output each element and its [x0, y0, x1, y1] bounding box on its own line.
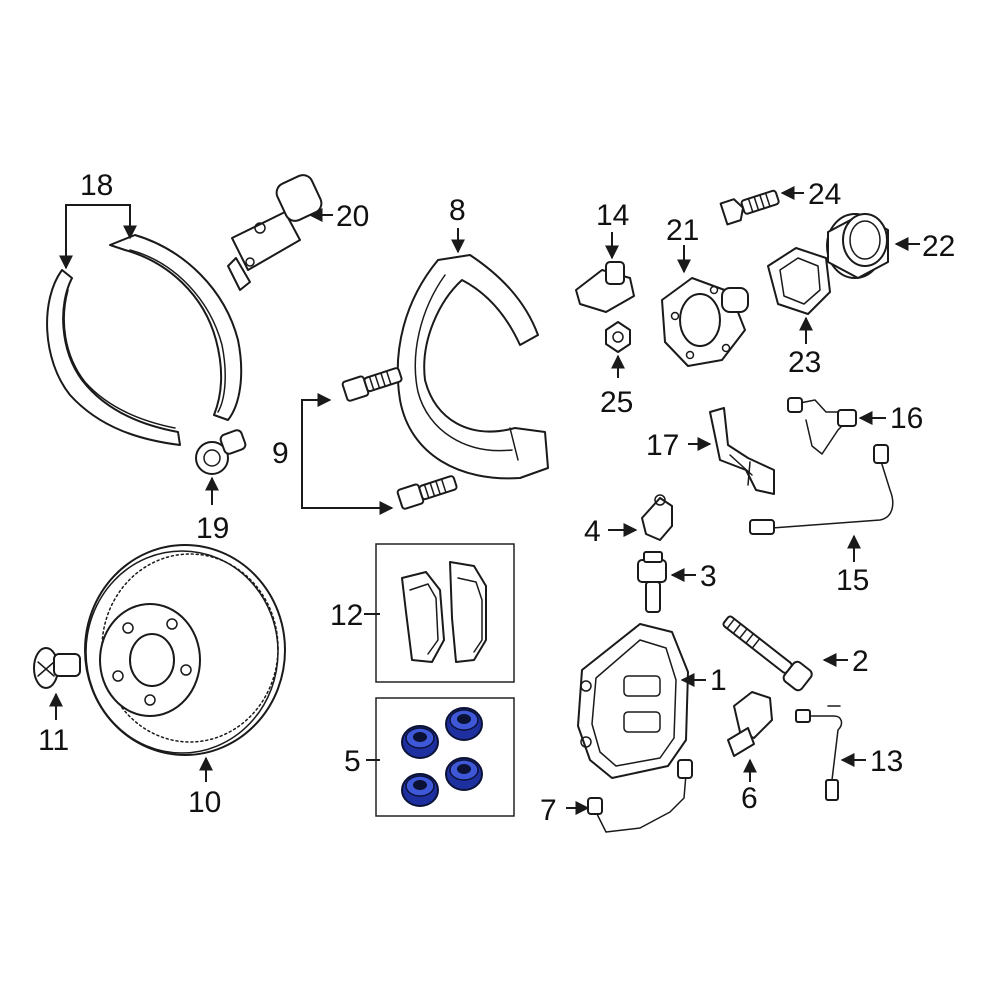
- caliper-seals-box: [375, 697, 515, 817]
- caliper-bolt: [722, 615, 813, 692]
- callout-11: 11: [38, 724, 69, 757]
- callout-9: 9: [272, 437, 289, 470]
- callout-19: 19: [196, 512, 229, 545]
- callout-2: 2: [852, 645, 869, 678]
- callout-10: 10: [188, 786, 221, 819]
- callout-1: 1: [710, 664, 727, 697]
- hose-bracket: [709, 407, 775, 495]
- parking-brake-shoes: [46, 234, 243, 446]
- wheel-speed-sensor: [575, 261, 635, 313]
- callout-22: 22: [922, 230, 955, 263]
- brake-hose: [749, 444, 894, 535]
- hub-gasket-plate: [767, 247, 831, 315]
- wheel-hub: [661, 277, 749, 367]
- rotor-screw: [33, 647, 81, 689]
- pad-spring-clip: [727, 691, 773, 757]
- callout-13: 13: [870, 745, 903, 778]
- leader-18: [59, 204, 98, 270]
- adjuster-assembly: [227, 174, 323, 291]
- flange-nut: [605, 321, 631, 353]
- caliper-piston-seals: [401, 707, 483, 807]
- leader-9b: [301, 452, 394, 515]
- callout-6: 6: [741, 782, 758, 815]
- callout-14: 14: [596, 199, 629, 232]
- callout-3: 3: [700, 560, 717, 593]
- adjuster-star-wheel: [195, 429, 247, 475]
- brake-pads-box: [375, 543, 515, 683]
- hub-bolt: [719, 189, 780, 226]
- callout-15: 15: [836, 564, 869, 597]
- brake-dust-shield: [396, 254, 549, 480]
- callout-20: 20: [336, 200, 369, 233]
- brake-line-fitting: [787, 397, 857, 455]
- callout-24: 24: [808, 178, 841, 211]
- callout-4: 4: [584, 515, 601, 548]
- brake-rotor: [84, 544, 286, 756]
- callout-16: 16: [890, 402, 923, 435]
- callout-12: 12: [330, 599, 363, 632]
- callout-5: 5: [344, 745, 361, 778]
- wheel-bearing: [826, 213, 889, 279]
- retaining-clip: [641, 494, 673, 541]
- callout-21: 21: [666, 214, 699, 247]
- callout-18: 18: [80, 169, 113, 202]
- callout-17: 17: [646, 429, 679, 462]
- callout-7: 7: [540, 794, 557, 827]
- callout-23: 23: [788, 346, 821, 379]
- callout-25: 25: [600, 386, 633, 419]
- pad-wear-sensor: [795, 705, 843, 801]
- leader-18b: [98, 204, 137, 240]
- brake-caliper: [577, 623, 689, 779]
- brake-pads: [401, 561, 487, 663]
- callout-8: 8: [449, 194, 466, 227]
- bleeder-screw: [637, 551, 667, 613]
- leader-9a: [301, 393, 332, 452]
- shield-bolts: [341, 367, 458, 510]
